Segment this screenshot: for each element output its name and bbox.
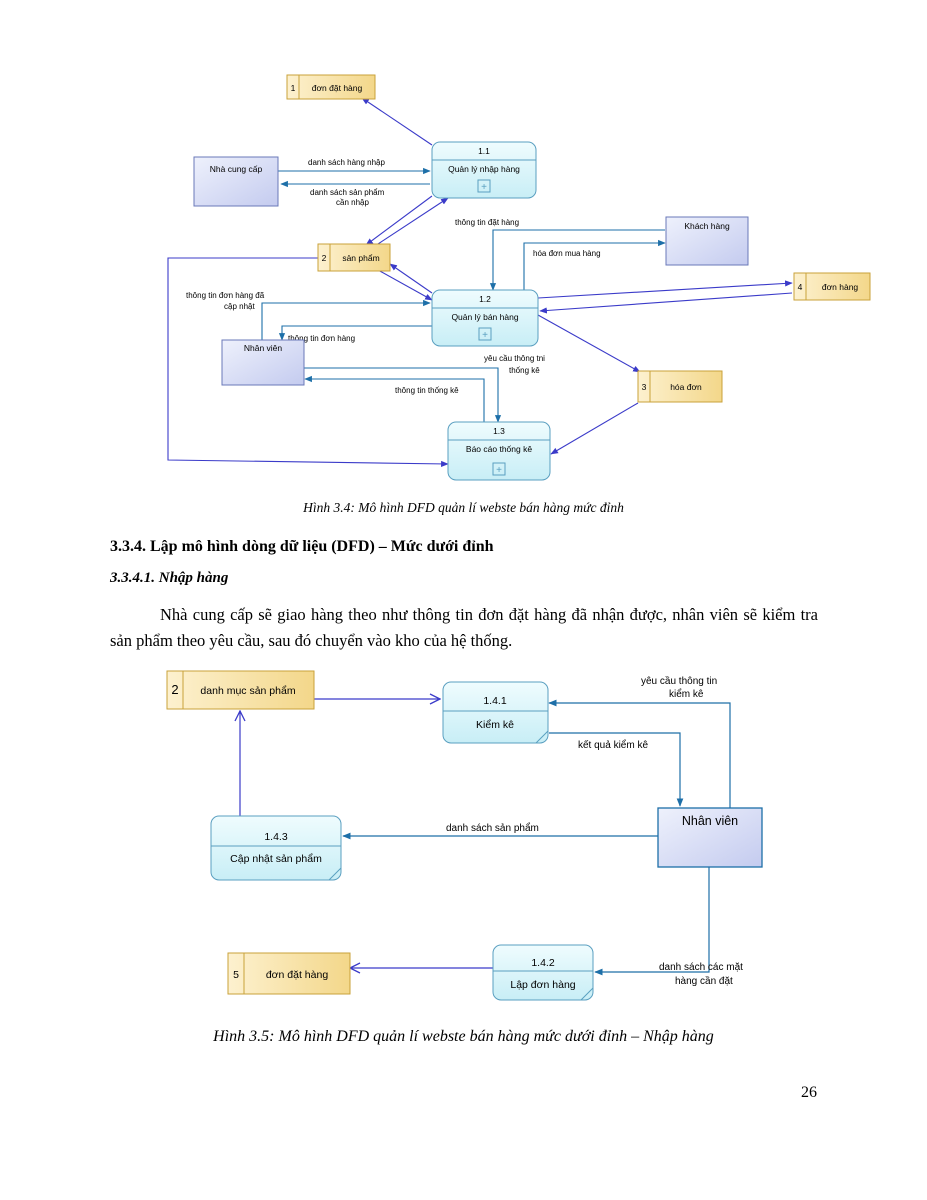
flow-label: hàng cần đặt — [675, 975, 733, 987]
section-heading: 3.3.4. Lập mô hình dòng dữ liệu (DFD) – … — [110, 538, 494, 555]
store-1: 1 đơn đặt hàng — [286, 74, 376, 100]
flow-label: danh sách sản phẩm — [310, 188, 385, 197]
store-number: 3 — [642, 382, 647, 392]
flow-staff-to-p12 — [261, 299, 431, 340]
process-name: Quản lý nhập hàng — [448, 164, 520, 174]
entity-nhan-vien: Nhân viên — [657, 807, 763, 868]
fig1-flow-labels: danh sách hàng nhập danh sách sản phẩm c… — [186, 158, 601, 395]
flow-label: thông tin đơn hàng — [288, 334, 355, 343]
process-1-4-3: 1.4.3 Cập nhật sản phẩm — [210, 815, 342, 881]
flow-label: kiểm kê — [669, 688, 704, 700]
flow-p11-to-store1 — [361, 97, 433, 146]
entity-staff: Nhân viên — [221, 339, 305, 386]
flow-label: yêu cầu thông tin — [641, 675, 717, 687]
process-name: Quản lý bán hàng — [451, 312, 518, 322]
flow-p12-to-customer — [523, 239, 666, 290]
store-name: hóa đơn — [670, 382, 702, 392]
plus-icon: + — [481, 182, 487, 193]
store-2: 2 sản phẩm — [317, 243, 391, 272]
flow-label: thông tin đặt hàng — [455, 218, 519, 227]
entity-name: Khách hàng — [684, 221, 730, 231]
flow-p13-to-staff — [304, 375, 485, 422]
expand-icon — [478, 327, 492, 341]
subsection-heading: 3.3.4.1. Nhập hàng — [110, 570, 229, 586]
store-number: 4 — [798, 282, 803, 292]
flow-store2-to-p13 — [167, 257, 449, 467]
flow-staff-to-p142 — [594, 867, 710, 976]
entity-customer: Khách hàng — [665, 216, 749, 266]
store-number: 5 — [233, 969, 239, 981]
flow-label: cập nhật — [224, 302, 255, 311]
flow-customer-to-p12 — [489, 229, 665, 291]
figure-caption-3-4: Hình 3.4: Mô hình DFD quản lí webste bán… — [303, 500, 624, 515]
store-3: 3 hóa đơn — [637, 370, 723, 403]
expand-icon — [477, 179, 491, 193]
expand-icon — [492, 462, 506, 476]
flow-p12-to-store3 — [537, 314, 641, 373]
process-1-1: 1.1 Quản lý nhập hàng + — [431, 141, 537, 199]
flow-label: thông tin thống kê — [395, 386, 459, 395]
store-name: sản phẩm — [342, 253, 379, 263]
flow-store2-to-p12 — [377, 269, 433, 301]
fig2-flow-labels: yêu cầu thông tin kiểm kê kết quả kiểm k… — [446, 675, 743, 987]
flow-label: danh sách các mặt — [659, 962, 743, 973]
entity-name: Nhân viên — [682, 814, 738, 828]
process-name: Cập nhật sản phẩm — [230, 853, 322, 865]
process-name: Báo cáo thống kê — [466, 444, 532, 454]
store-number: 2 — [171, 682, 178, 697]
flow-staff-to-p13 — [304, 367, 502, 423]
page-number: 26 — [801, 1084, 817, 1101]
store-4: 4 đơn hàng — [793, 272, 871, 301]
entity-name: Nhà cung cấp — [210, 164, 263, 174]
store-number: 2 — [322, 253, 327, 263]
flow-store4-to-p12 — [539, 292, 793, 314]
flow-label: yêu cầu thông tni — [484, 354, 545, 363]
flow-label: danh sách sản phẩm — [446, 822, 539, 834]
process-id: 1.2 — [479, 294, 491, 304]
store-danh-muc-san-pham: 2 danh mục sản phẩm — [166, 670, 315, 710]
process-1-3: 1.3 Báo cáo thống kê + — [447, 421, 551, 481]
flow-label: thông tin đơn hàng đã — [186, 291, 265, 300]
process-1-4-1: 1.4.1 Kiểm kê — [442, 681, 549, 744]
flow-label: hóa đơn mua hàng — [533, 249, 601, 258]
flow-label: kết quả kiểm kê — [578, 739, 648, 751]
store-don-dat-hang: 5 đơn đặt hàng — [227, 952, 351, 995]
flow-p12-to-staff — [278, 325, 432, 341]
fig2-flows — [240, 699, 731, 976]
flow-p141-to-staff — [549, 732, 684, 807]
store-name: đơn đặt hàng — [312, 83, 363, 93]
flow-store2-to-p11 — [377, 197, 449, 245]
process-1-4-2: 1.4.2 Lập đơn hàng — [492, 944, 594, 1001]
flow-p11-to-store2 — [365, 195, 433, 246]
flow-label: cần nhập — [336, 198, 369, 207]
plus-icon: + — [482, 330, 488, 341]
store-name: đơn hàng — [822, 282, 859, 292]
store-name: đơn đặt hàng — [266, 969, 329, 981]
flow-store3-to-p13 — [550, 402, 639, 455]
entity-name: Nhân viên — [244, 343, 283, 353]
flow-p12-to-store2 — [389, 263, 433, 294]
figure-caption-3-5: Hình 3.5: Mô hình DFD quản lí webste bán… — [213, 1028, 714, 1045]
plus-icon: + — [496, 465, 502, 476]
process-id: 1.4.3 — [264, 831, 288, 843]
process-id: 1.4.1 — [483, 695, 507, 707]
process-id: 1.3 — [493, 426, 505, 436]
process-id: 1.4.2 — [531, 957, 555, 969]
process-name: Kiểm kê — [476, 719, 514, 731]
flow-staff-to-p141 — [548, 699, 731, 808]
flow-label: thống kê — [509, 366, 540, 375]
process-id: 1.1 — [478, 146, 490, 156]
entity-supplier: Nhà cung cấp — [193, 156, 279, 207]
flow-label: danh sách hàng nhập — [308, 158, 386, 167]
fig1-flows — [167, 97, 793, 467]
store-name: danh mục sản phẩm — [200, 685, 295, 697]
process-1-2: 1.2 Quản lý bán hàng + — [431, 289, 539, 347]
store-number: 1 — [291, 83, 296, 93]
body-paragraph: Nhà cung cấp sẽ giao hàng theo như thông… — [110, 605, 818, 650]
process-name: Lập đơn hàng — [510, 979, 575, 991]
flow-p12-to-store4 — [537, 280, 793, 299]
